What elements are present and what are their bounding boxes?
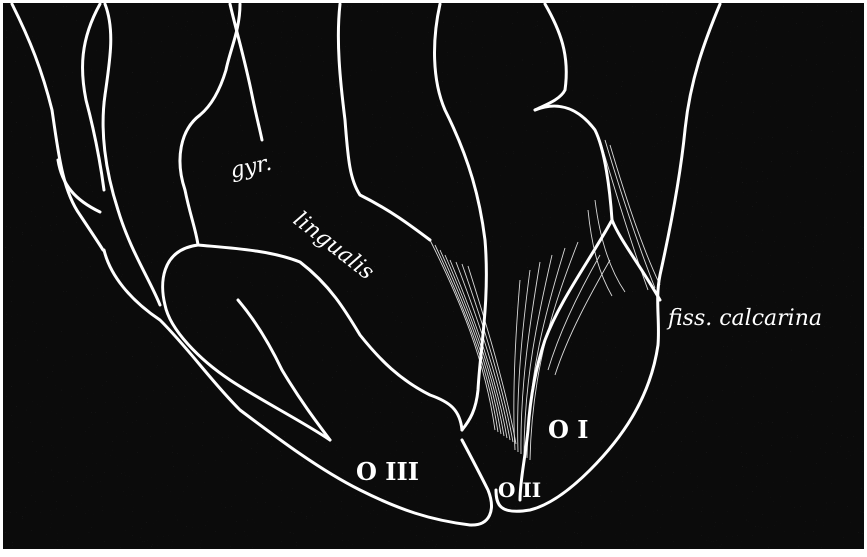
label-fiss-calcarina: fiss. calcarina (666, 306, 822, 331)
label-o-two: O II (498, 478, 541, 502)
label-o-one: O I (548, 415, 589, 444)
label-o-three: O III (356, 457, 419, 486)
background-grain (3, 3, 864, 549)
